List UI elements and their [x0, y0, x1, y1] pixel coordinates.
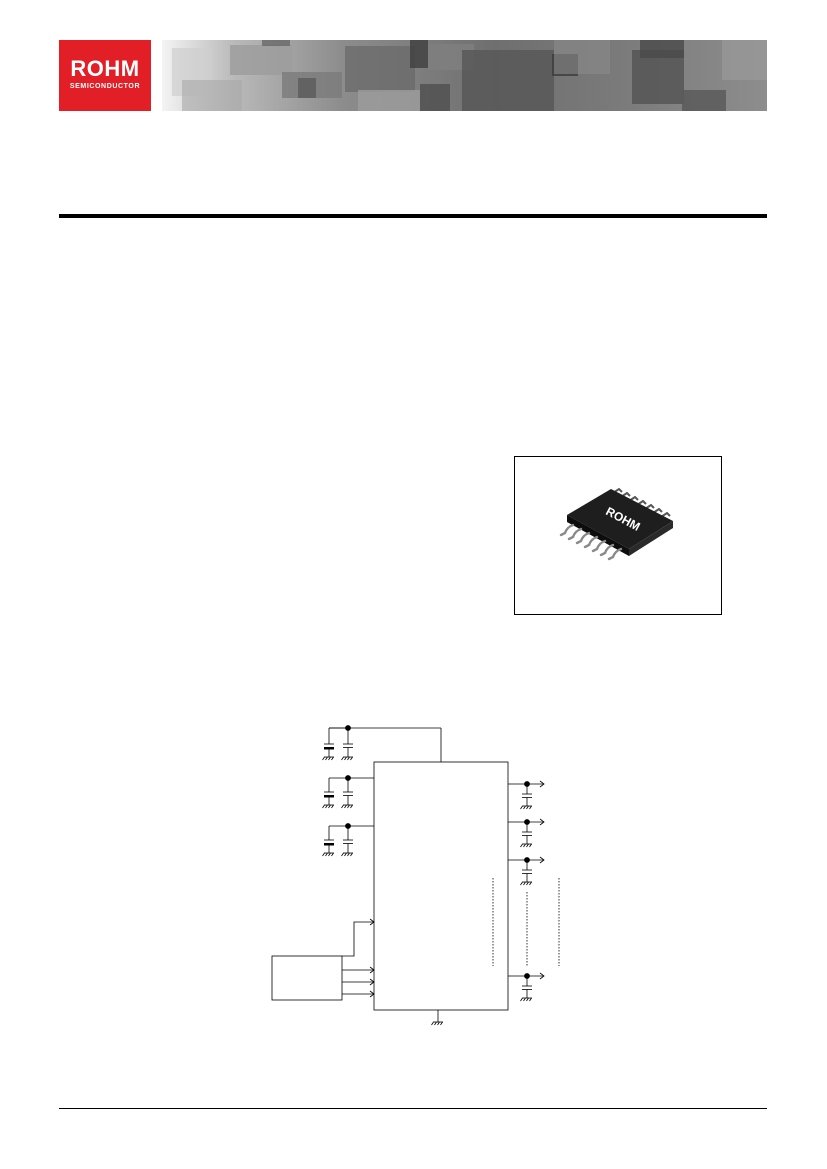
page-header: ROHM SEMICONDUCTOR [59, 40, 767, 111]
controller-block [271, 918, 375, 1001]
supply-decoupling-1 [322, 725, 442, 762]
banner-tile [682, 90, 726, 111]
header-banner [162, 40, 767, 111]
banner-tile [358, 90, 420, 111]
rohm-logo: ROHM SEMICONDUCTOR [59, 40, 151, 111]
circuit-diagram [271, 725, 560, 1026]
ic-block [373, 761, 509, 1011]
banner-tile [632, 50, 684, 104]
footer-rule [59, 1108, 767, 1109]
package-pins-front [559, 523, 623, 561]
banner-tile [554, 40, 610, 74]
banner-tile [462, 50, 554, 111]
logo-wordmark: ROHM [70, 56, 140, 81]
banner-tile [410, 40, 428, 68]
ic-ground [431, 1010, 444, 1026]
banner-tile [230, 45, 292, 75]
continuation-dots [492, 878, 560, 966]
output-channel-3 [508, 856, 545, 886]
title-rule [59, 214, 767, 218]
banner-tile [640, 40, 684, 58]
banner-tile [722, 40, 767, 80]
package-photo-frame: ROHM [514, 456, 722, 615]
output-channel-1 [508, 780, 545, 810]
banner-tile [420, 84, 450, 111]
package-body-top [567, 489, 673, 549]
ic-package-illustration: ROHM [559, 487, 673, 561]
banner-tile [298, 78, 316, 98]
logo-tagline: SEMICONDUCTOR [69, 83, 141, 90]
application-circuit [262, 720, 582, 1040]
supply-decoupling-2 [322, 775, 374, 809]
supply-decoupling-3 [322, 823, 374, 857]
output-channel-2 [508, 818, 545, 848]
banner-tile [262, 40, 290, 46]
output-channel-last [508, 972, 545, 1002]
banner-tile [345, 46, 415, 92]
banner-tile [182, 80, 242, 111]
package-body-end [629, 521, 673, 556]
